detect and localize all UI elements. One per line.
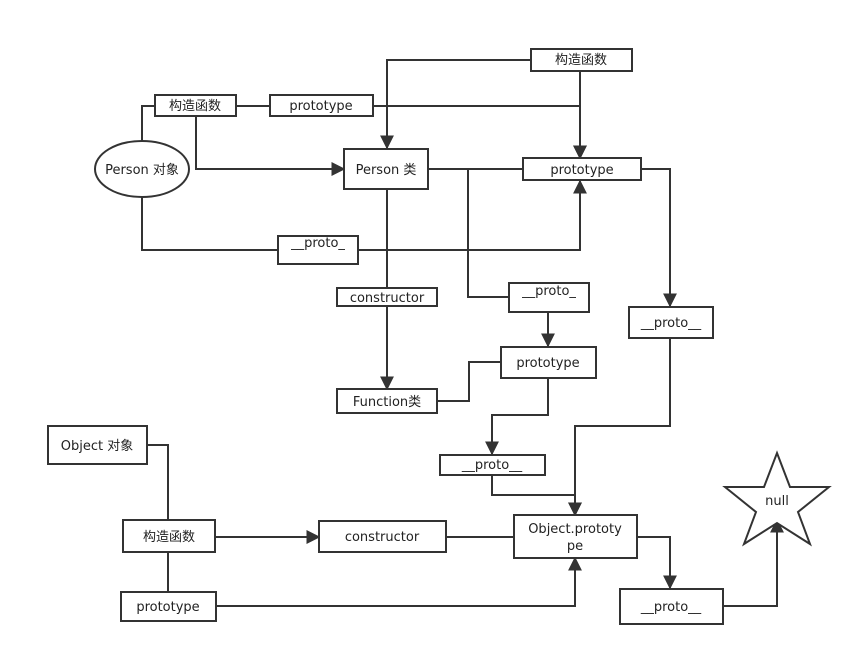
function-class-node: Function类 bbox=[336, 388, 438, 414]
star-icon bbox=[722, 450, 832, 547]
connector-person-obj-to-ctor bbox=[141, 105, 155, 142]
object-object-node: Object 对象 bbox=[47, 425, 148, 465]
connector-ctor-to-person-class bbox=[195, 116, 346, 176]
null-label: null bbox=[765, 494, 789, 509]
prototype-top-left-node: prototype bbox=[269, 94, 374, 117]
prototype-bottom-label: prototype bbox=[136, 600, 199, 615]
null-star-node: null bbox=[722, 450, 832, 547]
connector-proto-to-null bbox=[723, 518, 784, 607]
prototype-top-left-label: prototype bbox=[289, 99, 352, 114]
person-object-node: Person 对象 bbox=[94, 140, 190, 198]
connector-person-class-to-proto-mid bbox=[467, 169, 509, 298]
prototype-main-label: prototype bbox=[550, 163, 613, 178]
nodes: Person 对象 构造函数 prototype 构造函数 Person 类 p… bbox=[47, 48, 832, 625]
connector-prototype-main-to-proto-right bbox=[641, 168, 677, 308]
proto-bottom-right-label: __proto__ bbox=[640, 600, 702, 615]
proto-mid-right-node: __proto_ bbox=[508, 282, 590, 313]
proto-right-node: __proto__ bbox=[628, 306, 714, 339]
person-class-label: Person 类 bbox=[356, 163, 417, 178]
connector-ctor-right-to-person-class bbox=[380, 59, 531, 150]
prototype-bottom-node: prototype bbox=[120, 591, 217, 622]
object-prototype-label-line2: pe bbox=[567, 539, 583, 554]
constructor-bottom-node: constructor bbox=[318, 520, 447, 553]
proto-bottom-right-node: __proto__ bbox=[619, 588, 724, 625]
ctor-top-right-label: 构造函数 bbox=[555, 53, 607, 68]
connectors bbox=[141, 59, 784, 607]
connector-proto-to-prototype-main bbox=[358, 179, 587, 251]
connector-object-obj-to-ctor bbox=[147, 444, 169, 520]
proto-low-label: __proto__ bbox=[461, 458, 523, 473]
constructor-mid-node: constructor bbox=[336, 287, 438, 307]
connector-prototype-bottom-to-object-prototype bbox=[216, 556, 582, 607]
proto-mid-left-node: __proto_ bbox=[277, 235, 359, 265]
person-class-node: Person 类 bbox=[343, 148, 429, 190]
connector-prototype-mid-to-proto-low bbox=[485, 379, 549, 456]
connector-object-prototype-to-proto bbox=[637, 536, 677, 590]
object-prototype-label-line1: Object.prototy bbox=[528, 522, 622, 537]
object-prototype-node: Object.prototy pe bbox=[513, 514, 638, 559]
ctor-top-right-node: 构造函数 bbox=[530, 48, 633, 72]
proto-right-label: __proto__ bbox=[640, 316, 702, 331]
prototype-mid-label: prototype bbox=[516, 356, 579, 371]
constructor-mid-label: constructor bbox=[350, 291, 425, 306]
ctor-bottom-node: 构造函数 bbox=[122, 519, 216, 553]
person-object-label: Person 对象 bbox=[105, 163, 179, 178]
connector-proto-low-to-object-prototype bbox=[491, 475, 582, 517]
connector-proto-right-to-object-prototype bbox=[568, 338, 671, 517]
constructor-bottom-label: constructor bbox=[345, 530, 420, 545]
proto-mid-left-label: __proto_ bbox=[290, 236, 345, 251]
prototype-main-node: prototype bbox=[522, 157, 642, 181]
proto-mid-right-label: __proto_ bbox=[521, 284, 576, 299]
ctor-top-left-label: 构造函数 bbox=[169, 99, 221, 114]
ctor-top-left-node: 构造函数 bbox=[154, 94, 237, 117]
connector-function-to-prototype-mid bbox=[437, 361, 501, 402]
object-object-label: Object 对象 bbox=[61, 439, 133, 454]
proto-low-node: __proto__ bbox=[439, 454, 546, 476]
ctor-bottom-label: 构造函数 bbox=[143, 530, 195, 545]
connector-person-obj-proto bbox=[141, 196, 278, 251]
prototype-mid-node: prototype bbox=[500, 346, 597, 379]
function-class-label: Function类 bbox=[353, 395, 421, 410]
